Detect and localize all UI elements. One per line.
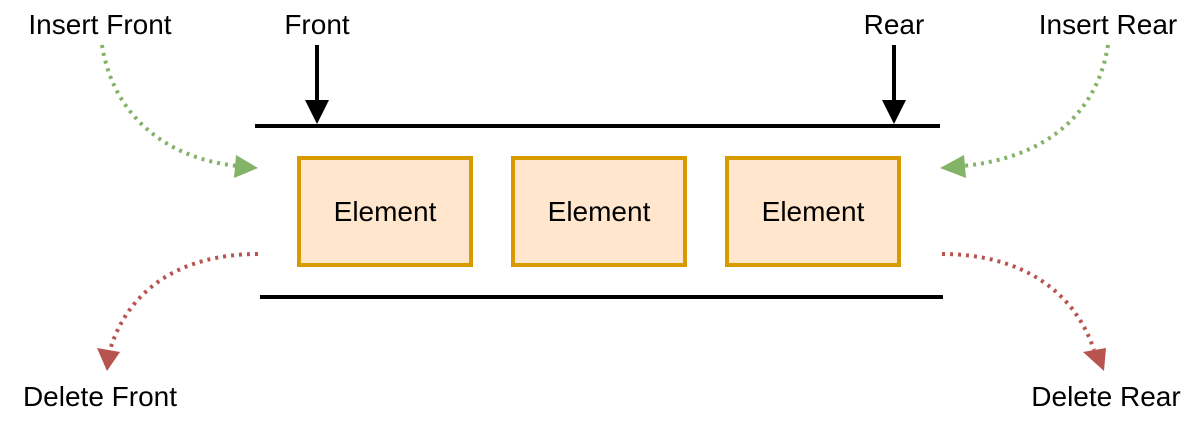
rear-label: Rear bbox=[864, 9, 925, 40]
element-box-1: Element bbox=[297, 156, 473, 267]
element-label: Element bbox=[762, 196, 865, 227]
insert-front-arrow bbox=[100, 44, 258, 178]
insert-rear-label: Insert Rear bbox=[1039, 9, 1178, 40]
delete-front-arrow bbox=[97, 252, 259, 371]
element-label: Element bbox=[548, 196, 651, 227]
front-pointer-arrow bbox=[305, 45, 329, 124]
insert-front-label: Insert Front bbox=[28, 9, 171, 40]
delete-rear-arrow bbox=[941, 252, 1106, 371]
element-box-2: Element bbox=[511, 156, 687, 267]
delete-rear-label: Delete Rear bbox=[1031, 381, 1180, 412]
insert-rear-arrow bbox=[940, 44, 1110, 178]
element-box-3: Element bbox=[725, 156, 901, 267]
element-label: Element bbox=[334, 196, 437, 227]
rear-pointer-arrow bbox=[882, 45, 906, 124]
delete-front-label: Delete Front bbox=[23, 381, 177, 412]
front-label: Front bbox=[284, 9, 350, 40]
